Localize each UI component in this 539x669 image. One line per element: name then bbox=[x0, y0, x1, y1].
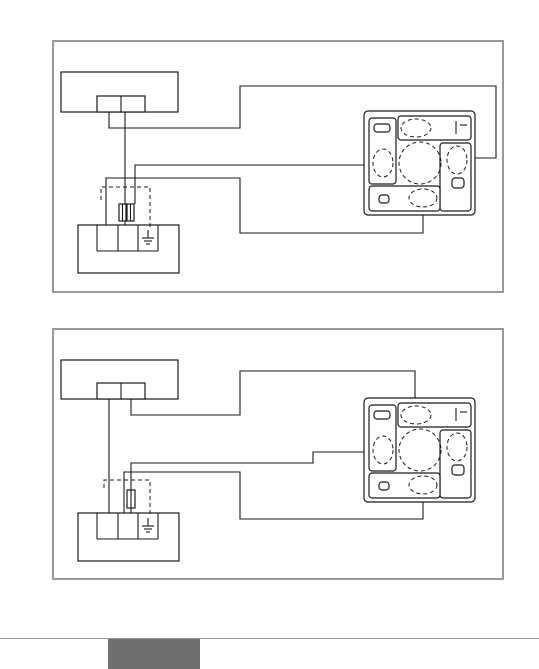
wiring-diagram-bottom bbox=[52, 328, 504, 580]
diagram-top bbox=[61, 72, 496, 273]
relay-socket-icon bbox=[364, 111, 475, 215]
fuse-icon bbox=[119, 204, 134, 221]
footer-rule bbox=[0, 638, 539, 639]
footer-tab bbox=[108, 639, 200, 669]
power-box-top bbox=[78, 225, 179, 273]
wire bbox=[135, 165, 380, 204]
